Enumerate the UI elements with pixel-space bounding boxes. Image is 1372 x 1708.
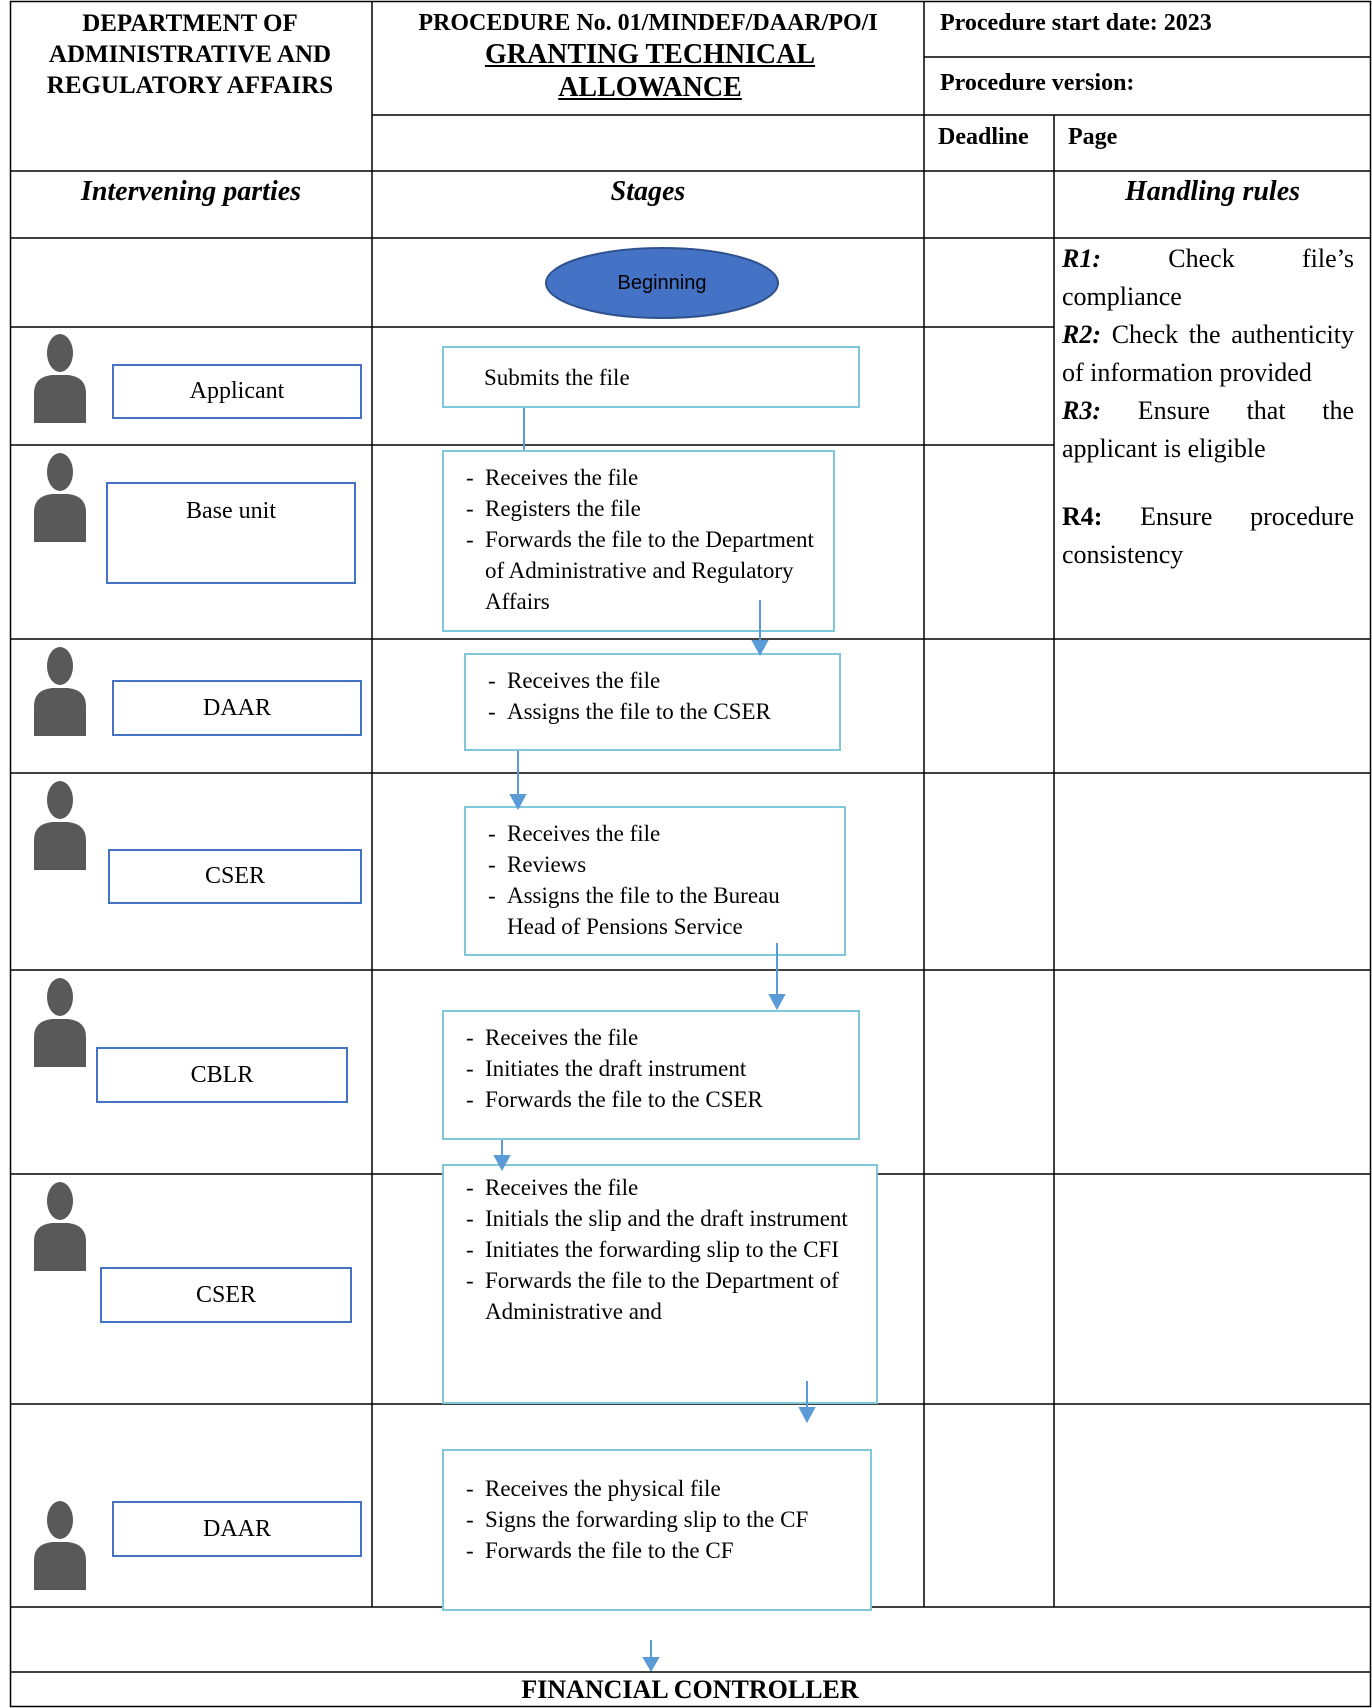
rule-r4: R4: Ensure procedure consistency bbox=[1062, 502, 1355, 569]
footer-financial-controller: FINANCIAL CONTROLLER bbox=[521, 1675, 859, 1704]
stage-line: Forwards the file to the CSER bbox=[466, 1084, 846, 1115]
party-cser: CSER bbox=[108, 849, 362, 904]
stage-line: Receives the file bbox=[488, 665, 827, 696]
department-name: DEPARTMENT OF ADMINISTRATIVE AND REGULAT… bbox=[46, 10, 334, 99]
stage-base-unit: Receives the file Registers the file For… bbox=[442, 450, 835, 632]
start-oval bbox=[545, 247, 779, 319]
start-label: Beginning bbox=[617, 271, 707, 294]
stage-line: Forwards the file to the Department of A… bbox=[466, 524, 821, 617]
person-icon bbox=[34, 647, 86, 736]
stage-line: Signs the forwarding slip to the CF bbox=[466, 1504, 858, 1535]
page-header: Page bbox=[1068, 124, 1118, 150]
col-header-rules: Handling rules bbox=[1124, 176, 1301, 207]
party-daar-2: DAAR bbox=[112, 1501, 362, 1557]
stage-daar: Receives the file Assigns the file to th… bbox=[464, 653, 841, 751]
person-icon bbox=[34, 1501, 86, 1590]
stage-line: Forwards the file to the Department of A… bbox=[466, 1265, 864, 1327]
stage-cser: Receives the file Reviews Assigns the fi… bbox=[464, 806, 846, 956]
stage-line: Receives the file bbox=[466, 462, 821, 493]
party-daar: DAAR bbox=[112, 680, 362, 736]
procedure-version: Procedure version: bbox=[940, 70, 1135, 96]
stage-line: Initiates the draft instrument bbox=[466, 1053, 846, 1084]
stage-line: Receives the physical file bbox=[466, 1473, 858, 1504]
stage-line: Receives the file bbox=[466, 1022, 846, 1053]
person-icon bbox=[34, 334, 86, 423]
party-base-unit: Base unit bbox=[106, 482, 356, 584]
stage-line: Reviews bbox=[488, 849, 832, 880]
col-header-parties: Intervening parties bbox=[80, 176, 302, 207]
rule-r3: R3: Ensure that the applicant is eligibl… bbox=[1062, 396, 1355, 463]
procedure-number: PROCEDURE No. 01/MINDEF/DAAR/PO/I bbox=[418, 10, 878, 36]
stage-cser-2: Receives the file Initials the slip and … bbox=[442, 1164, 878, 1404]
person-icon bbox=[34, 781, 86, 870]
col-header-stages: Stages bbox=[610, 176, 686, 207]
stage-line: Receives the file bbox=[466, 1172, 864, 1203]
party-applicant: Applicant bbox=[112, 364, 362, 419]
stage-submits: Submits the file bbox=[442, 346, 860, 408]
stage-line: Forwards the file to the CF bbox=[466, 1535, 858, 1566]
deadline-header: Deadline bbox=[938, 124, 1029, 150]
stage-cblr: Receives the file Initiates the draft in… bbox=[442, 1010, 860, 1140]
person-icon bbox=[34, 1182, 86, 1271]
party-cser-2: CSER bbox=[100, 1267, 352, 1323]
person-icon bbox=[34, 453, 86, 542]
stage-line: Assigns the file to the Bureau Head of P… bbox=[488, 880, 832, 942]
stage-line: Receives the file bbox=[488, 818, 832, 849]
rules-list: R1: Check file’s compliance R2: Check th… bbox=[1062, 240, 1354, 574]
stage-line: Registers the file bbox=[466, 493, 821, 524]
party-cblr: CBLR bbox=[96, 1047, 348, 1103]
procedure-start-date: Procedure start date: 2023 bbox=[940, 10, 1212, 36]
procedure-title: GRANTING TECHNICAL ALLOWANCE bbox=[484, 39, 816, 103]
stage-line: Initiates the forwarding slip to the CFI bbox=[466, 1234, 864, 1265]
person-icon bbox=[34, 978, 86, 1067]
stage-daar-2: Receives the physical file Signs the for… bbox=[442, 1449, 872, 1611]
stage-line: Initials the slip and the draft instrume… bbox=[466, 1203, 864, 1234]
stage-line: Submits the file bbox=[484, 365, 630, 390]
rule-r2: R2: Check the authenticity of informatio… bbox=[1062, 320, 1354, 387]
rule-r1: R1: Check file’s compliance bbox=[1062, 244, 1354, 311]
stage-line: Assigns the file to the CSER bbox=[488, 696, 827, 727]
